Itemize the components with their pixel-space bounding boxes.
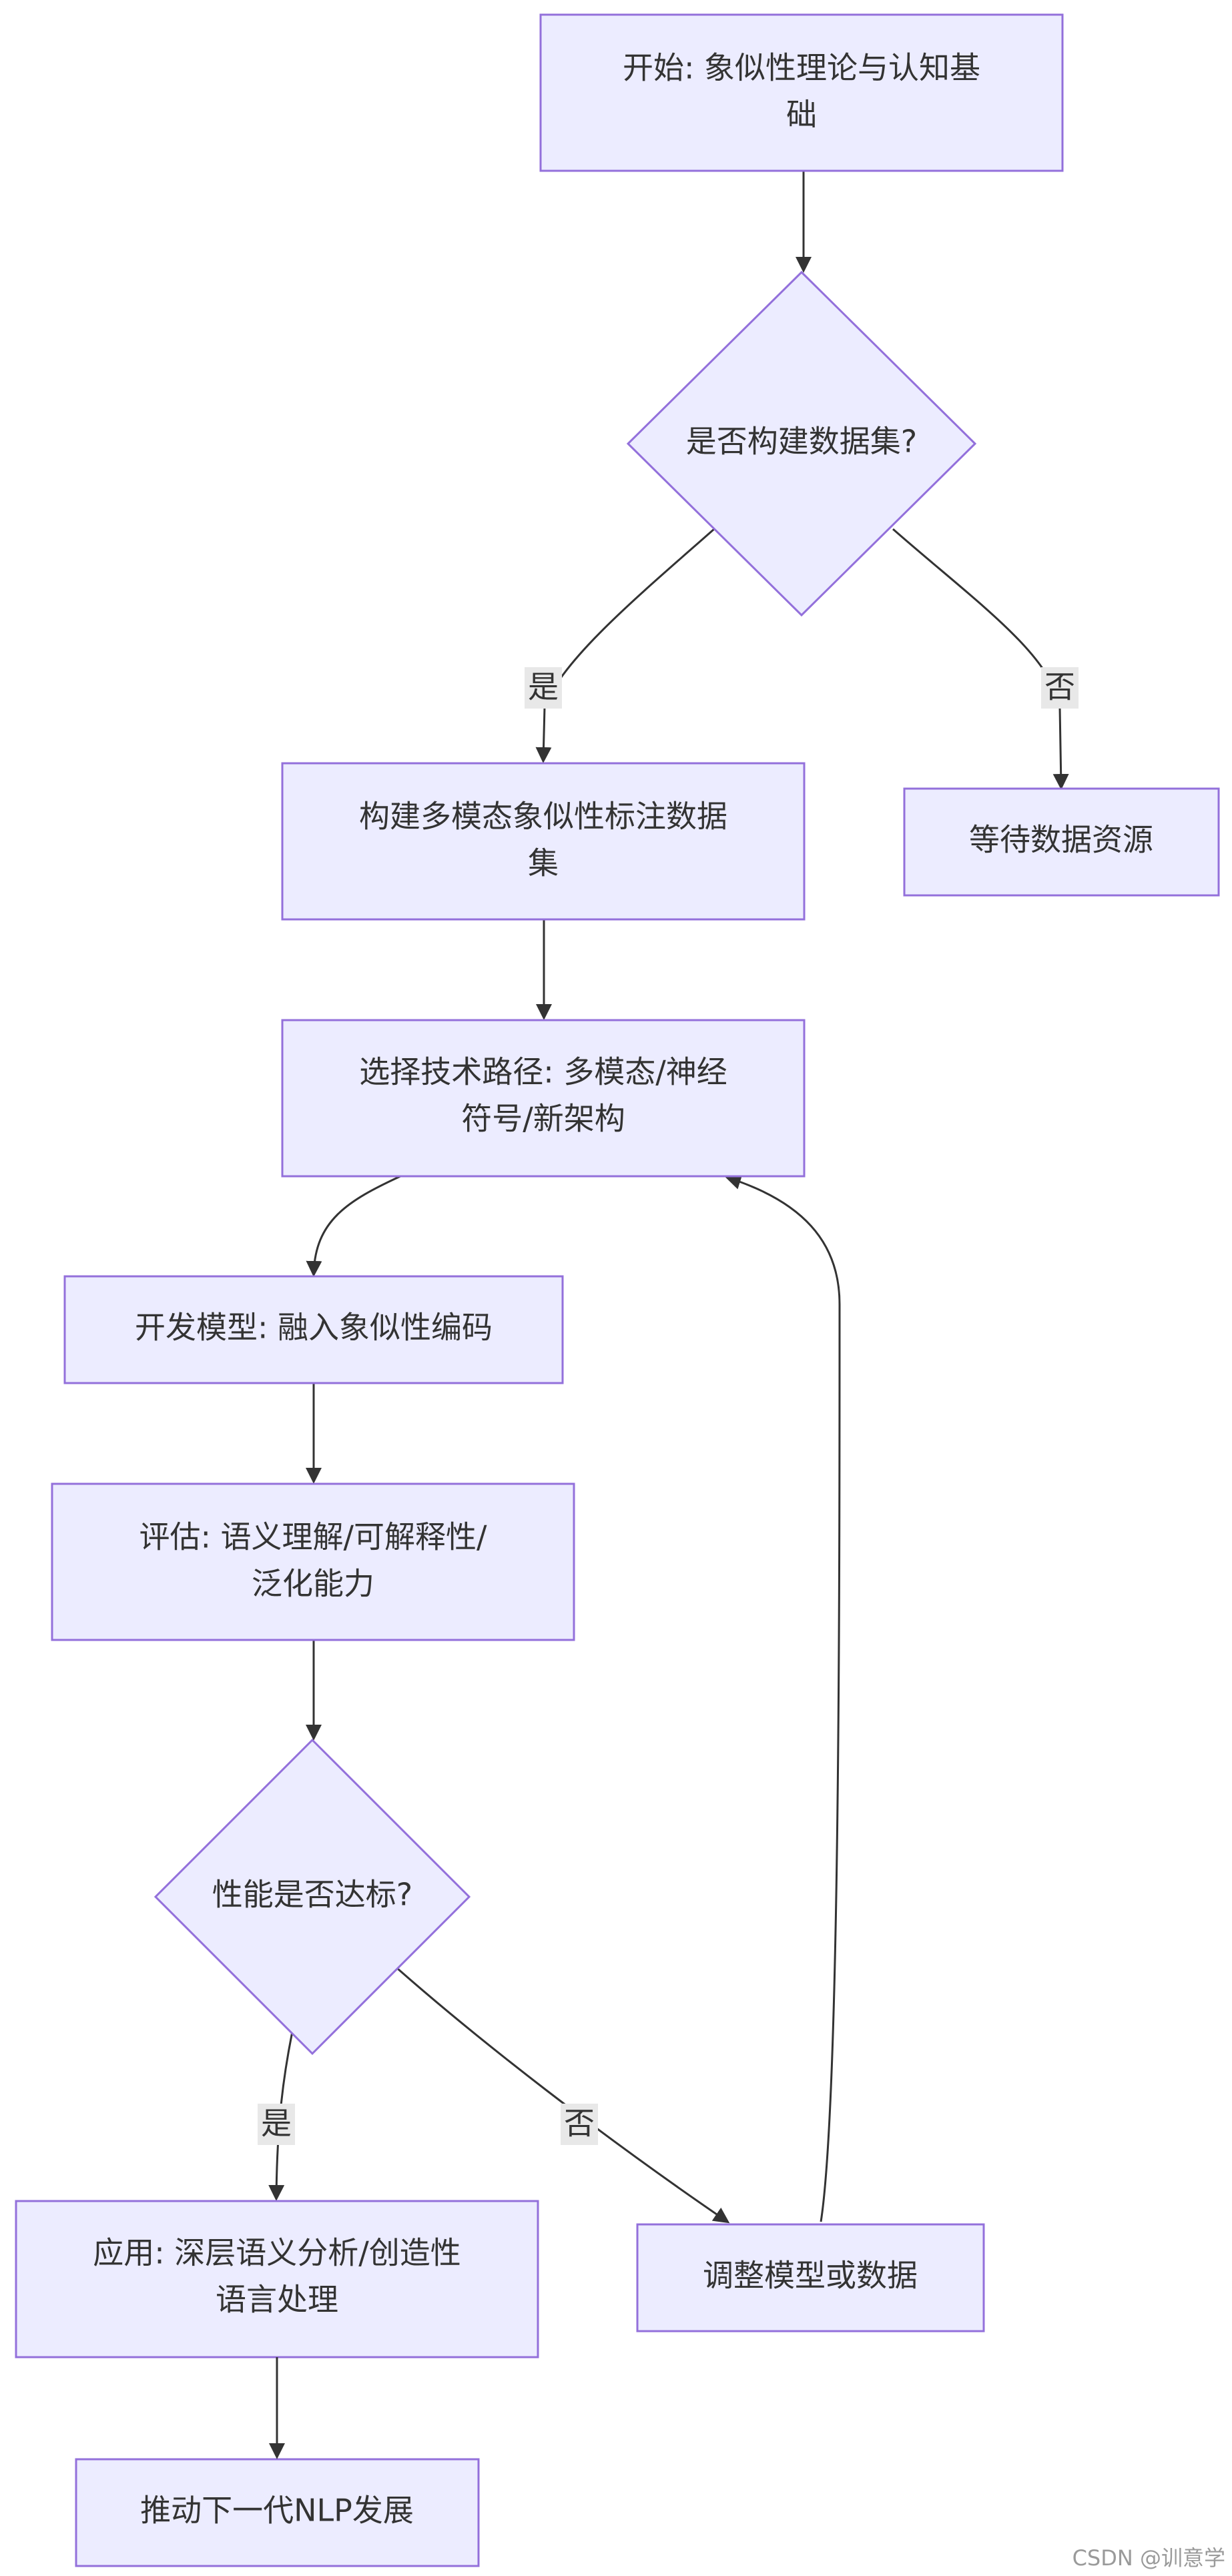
nodes: 开始: 象似性理论与认知基 础 是否构建数据集? 构建多模态象似性标注数据 集 … <box>15 13 1220 2567</box>
node-decision-dataset: 是否构建数据集? <box>626 270 977 617</box>
edge-choose-path-to-develop <box>306 1175 401 1277</box>
node-decision-dataset-text: 是否构建数据集? <box>686 424 917 460</box>
node-choose-path: 选择技术路径: 多模态/神经 符号/新架构 <box>281 1019 806 1178</box>
edge-decision-dataset-no <box>892 528 1069 790</box>
edges <box>268 171 1069 2224</box>
node-start-line1: 开始: 象似性理论与认知基 <box>623 50 980 86</box>
edge-label-dataset-yes-text: 是 <box>528 669 559 705</box>
node-develop-model: 开发模型: 融入象似性编码 <box>63 1275 564 1384</box>
edge-adjust-to-choose-path <box>725 1174 841 2222</box>
node-wait-data: 等待数据资源 <box>903 787 1220 897</box>
node-decision-perf-text: 性能是否达标? <box>212 1877 412 1913</box>
edge-label-perf-no: 否 <box>561 2104 598 2145</box>
node-develop-model-text: 开发模型: 融入象似性编码 <box>135 1310 493 1346</box>
edge-label-dataset-no: 否 <box>1041 667 1079 709</box>
node-wait-data-text: 等待数据资源 <box>969 822 1153 858</box>
node-build-dataset-line1: 构建多模态象似性标注数据 <box>359 799 727 835</box>
node-apply-line1: 应用: 深层语义分析/创造性 <box>93 2235 461 2271</box>
node-advance-text: 推动下一代NLP发展 <box>140 2493 414 2529</box>
node-decision-perf: 性能是否达标? <box>153 1738 471 2056</box>
edge-label-perf-no-text: 否 <box>564 2106 595 2142</box>
edge-label-dataset-yes: 是 <box>525 667 562 709</box>
node-adjust-text: 调整模型或数据 <box>703 2258 918 2294</box>
node-choose-path-line1: 选择技术路径: 多模态/神经 <box>359 1054 727 1090</box>
node-evaluate-line1: 评估: 语义理解/可解释性/ <box>139 1519 487 1555</box>
edge-labels: 是 否 是 否 <box>258 667 1079 2145</box>
node-advance: 推动下一代NLP发展 <box>75 2458 480 2567</box>
edge-label-dataset-no-text: 否 <box>1044 669 1075 705</box>
node-evaluate-line2: 泛化能力 <box>252 1566 374 1602</box>
edge-decision-perf-yes <box>268 2031 294 2201</box>
node-choose-path-line2: 符号/新架构 <box>461 1101 625 1137</box>
node-start: 开始: 象似性理论与认知基 础 <box>539 13 1064 172</box>
node-apply: 应用: 深层语义分析/创造性 语言处理 <box>15 2200 539 2358</box>
node-build-dataset: 构建多模态象似性标注数据 集 <box>281 762 806 921</box>
edge-decision-perf-no <box>396 1967 730 2224</box>
node-build-dataset-line2: 集 <box>528 845 559 881</box>
watermark-text: CSDN @训意学 <box>1072 2545 1225 2571</box>
node-start-line2: 础 <box>786 97 817 133</box>
node-evaluate: 评估: 语义理解/可解释性/ 泛化能力 <box>51 1482 575 1641</box>
edge-label-perf-yes: 是 <box>258 2104 295 2145</box>
node-apply-line2: 语言处理 <box>216 2282 338 2318</box>
node-adjust: 调整模型或数据 <box>636 2223 985 2332</box>
edge-label-perf-yes-text: 是 <box>261 2106 292 2142</box>
edge-decision-dataset-yes <box>535 528 715 763</box>
